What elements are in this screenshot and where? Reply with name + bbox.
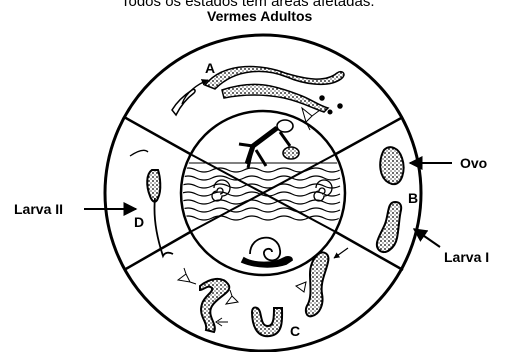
label-egg: Ovo (460, 155, 487, 171)
sector-letter-b: B (408, 190, 418, 206)
sector-letter-c: C (290, 323, 300, 339)
arrow-larva-one (414, 229, 440, 247)
sector-letter-a: A (205, 60, 215, 76)
label-larva-two: Larva II (14, 201, 63, 217)
sector-letter-d: D (134, 214, 144, 230)
sector-b-egg (380, 147, 403, 184)
label-larva-one: Larva I (444, 249, 489, 265)
